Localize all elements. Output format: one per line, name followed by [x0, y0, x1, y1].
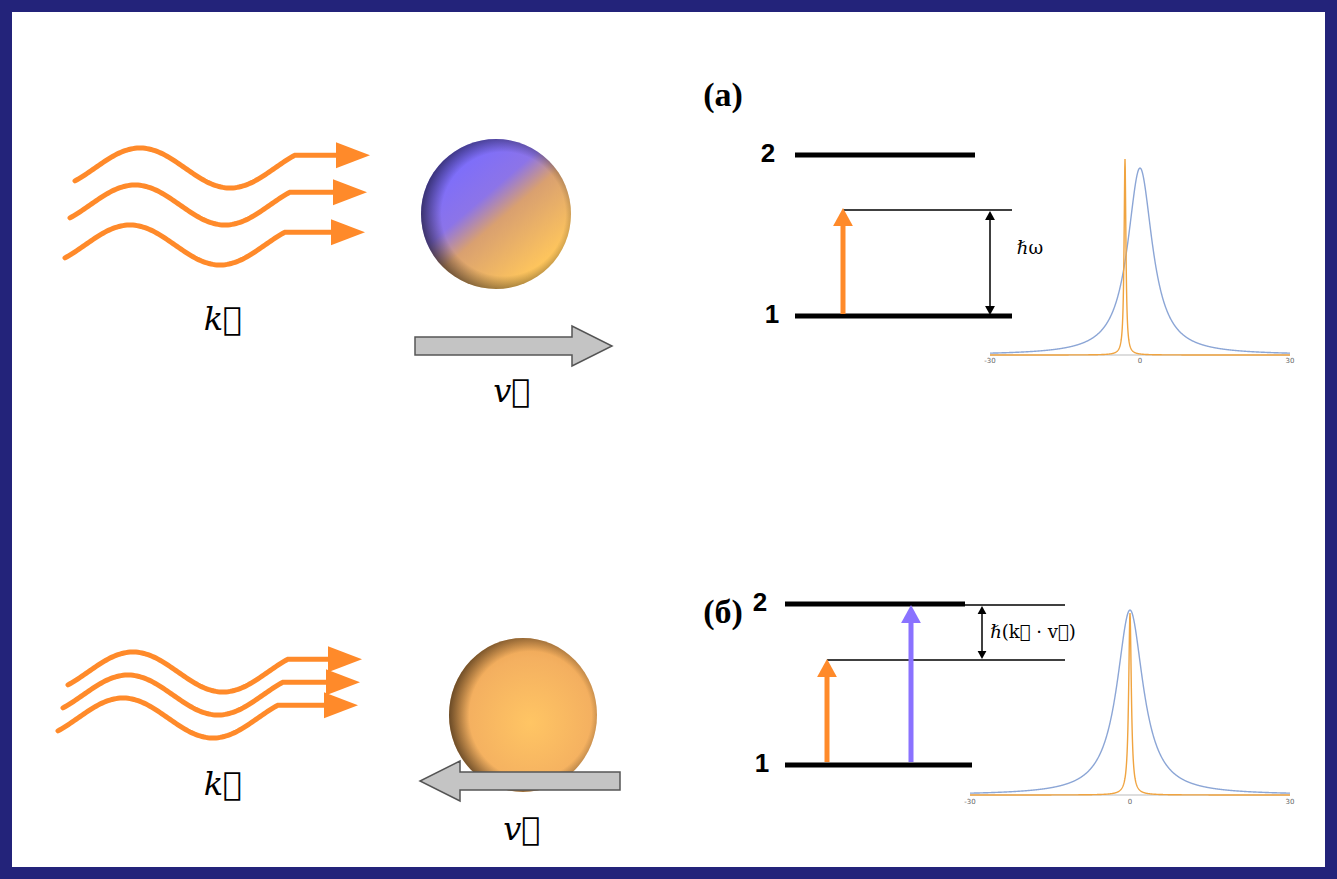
- wave-arrowhead: [331, 219, 365, 245]
- wave-vector-label: k⃗: [204, 302, 243, 337]
- arrowhead: [985, 306, 995, 315]
- level-number: 1: [765, 300, 779, 329]
- axis-tick: 0: [1138, 358, 1142, 366]
- energy-label: ℏω: [1017, 238, 1043, 258]
- arrowhead: [978, 606, 987, 614]
- sphere-shade: [421, 139, 571, 289]
- energy-level: [785, 763, 972, 768]
- arrowhead: [901, 605, 921, 623]
- panel: [12, 12, 1325, 867]
- arrowhead: [817, 659, 837, 677]
- panel-label: (а): [703, 76, 743, 113]
- atom-sphere: [421, 139, 571, 289]
- energy-gap-arrow: [989, 220, 991, 306]
- spectral-line: [990, 168, 1290, 353]
- axis-tick: 30: [1286, 358, 1295, 366]
- guide-line: [965, 604, 1065, 606]
- energy-label: ℏ(k⃗ · v⃗): [990, 622, 1075, 642]
- velocity-arrow: [415, 326, 612, 366]
- level-number: 1: [755, 749, 769, 778]
- velocity-label: v⃗: [493, 374, 530, 409]
- velocity-label: v⃗: [503, 812, 540, 847]
- light-wave: [63, 675, 340, 715]
- arrowhead: [833, 208, 853, 226]
- photon-arrow: [841, 225, 846, 314]
- energy-gap-arrow: [981, 614, 983, 651]
- axis-tick: -30: [964, 799, 975, 807]
- wave-arrowhead: [333, 179, 367, 205]
- photon-arrow: [825, 676, 830, 762]
- arrowhead: [978, 651, 987, 659]
- axis-tick: 0: [1128, 799, 1132, 807]
- energy-level: [795, 153, 975, 158]
- energy-level: [795, 314, 1012, 319]
- energy-level: [785, 602, 965, 607]
- light-wave: [68, 652, 342, 692]
- guide-line: [843, 209, 1012, 211]
- panel-label: (б): [703, 593, 743, 630]
- sphere-shade: [449, 638, 597, 792]
- light-wave: [75, 148, 350, 188]
- axis-tick: -30: [984, 358, 995, 366]
- level-number: 2: [761, 139, 775, 168]
- light-wave: [70, 185, 347, 225]
- wave-arrowhead: [328, 646, 362, 672]
- velocity-arrow: [420, 761, 620, 801]
- light-wave: [58, 698, 338, 738]
- wave-arrowhead: [324, 692, 358, 718]
- wave-vector-label: k⃗: [204, 767, 243, 802]
- light-wave: [65, 225, 345, 265]
- photon-arrow: [909, 622, 914, 762]
- axis-tick: 30: [1286, 799, 1295, 807]
- spectral-line: [970, 613, 1290, 795]
- atom-sphere: [449, 638, 597, 792]
- wave-arrowhead: [336, 142, 370, 168]
- spectral-line: [990, 159, 1290, 355]
- arrowhead: [985, 211, 995, 220]
- wave-arrowhead: [326, 669, 360, 695]
- level-number: 2: [753, 588, 767, 617]
- guide-line: [827, 659, 1065, 661]
